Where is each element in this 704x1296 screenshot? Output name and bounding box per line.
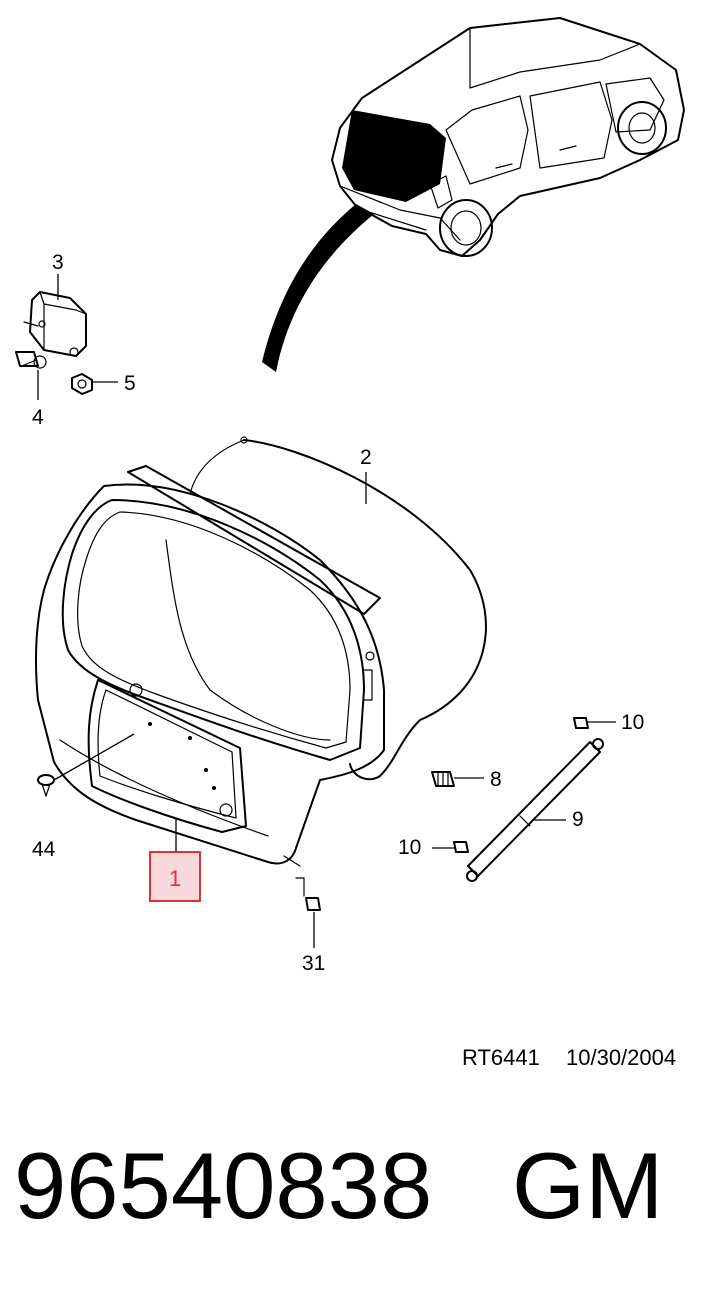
stopper-part-31 — [283, 855, 321, 911]
weatherstrip-part-2 — [243, 439, 487, 781]
brand-name: GM — [512, 1133, 663, 1238]
callout-5: 5 — [124, 372, 136, 395]
highlight-box-part-1[interactable] — [149, 851, 201, 902]
bump-stop-part-8 — [431, 771, 455, 787]
callout-1[interactable]: 1 — [169, 866, 181, 891]
callout-8: 8 — [490, 768, 502, 791]
clip-part-44 — [37, 774, 55, 797]
ball-stud-part-10-lower — [453, 841, 469, 853]
callout-3: 3 — [52, 251, 64, 274]
reference-code: RT6441 — [462, 1045, 540, 1070]
gas-strut-part-9 — [466, 738, 604, 882]
callout-4: 4 — [32, 406, 44, 429]
bolt-part-4 — [15, 351, 47, 369]
callout-31: 31 — [302, 952, 325, 975]
callout-9: 9 — [572, 808, 584, 831]
reference-date: 10/30/2004 — [566, 1045, 676, 1070]
pointer-arrow — [262, 204, 374, 372]
callout-2: 2 — [360, 446, 372, 469]
part-number: 96540838 — [14, 1133, 432, 1238]
tailgate-part-1 — [35, 465, 385, 865]
hinge-bracket-part-3 — [23, 291, 87, 357]
ball-stud-part-10-upper — [573, 717, 589, 729]
callout-10-upper: 10 — [621, 711, 644, 734]
nut-part-5 — [71, 373, 93, 395]
callout-10-lower: 10 — [398, 836, 421, 859]
callout-44: 44 — [32, 838, 56, 861]
car-illustration — [331, 17, 685, 257]
